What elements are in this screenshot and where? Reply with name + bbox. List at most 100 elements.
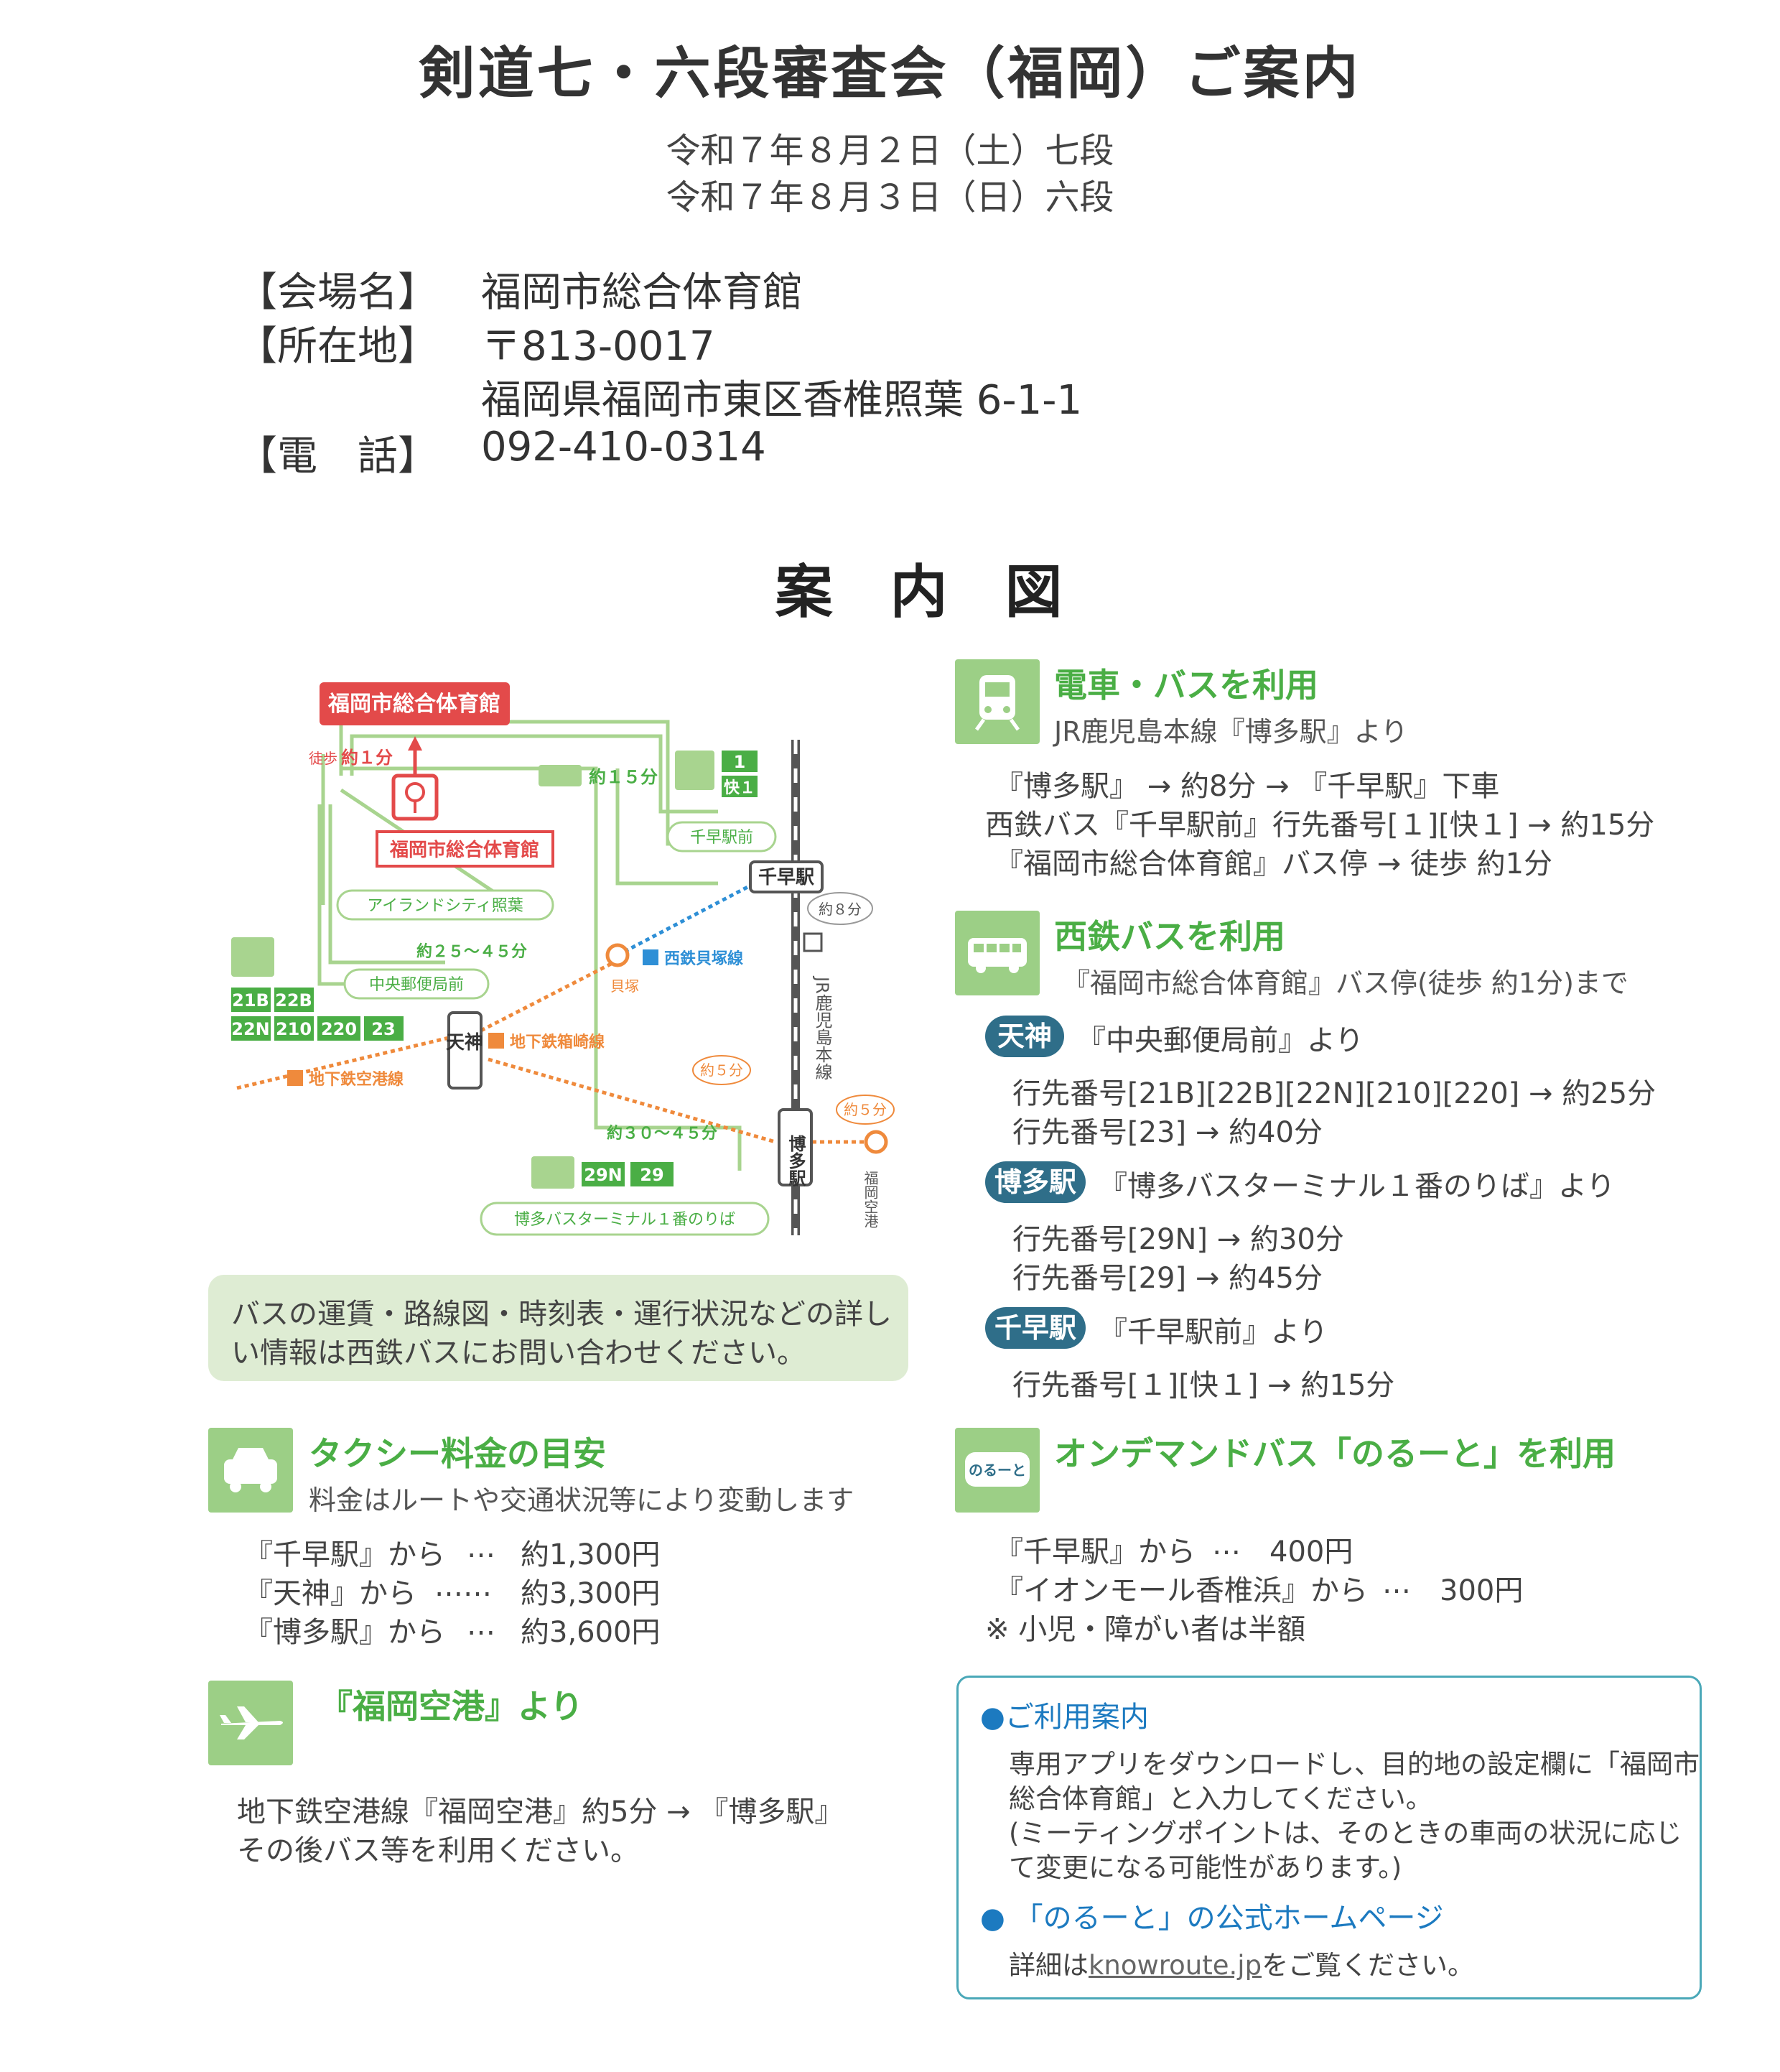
map-heading: 案内図 — [775, 559, 1120, 626]
kaizuka-station-icon — [605, 943, 630, 967]
bus-icon — [531, 1156, 574, 1189]
venue-banner — [320, 682, 510, 725]
venue-banner-text: 福岡市総合体育館 — [327, 692, 500, 717]
ondemand-row-fare: 400円 — [1269, 1536, 1353, 1569]
bullet-icon: ● — [980, 1701, 1005, 1734]
guide-p1-line3: (ミーティングポイントは、そのときの車両の状況に応じ — [1009, 1818, 1682, 1849]
route-22b: 22B — [275, 990, 312, 1011]
stop-chuo-post: 中央郵便局前 — [369, 976, 464, 994]
address-label: 【所在地】 — [237, 323, 438, 370]
guide-heading-1: ●ご利用案内 — [980, 1694, 1149, 1735]
train-subtitle: JR鹿児島本線『博多駅』より — [1054, 716, 1408, 748]
venue-name-label: 【会場名】 — [237, 269, 438, 316]
taxi-icon — [208, 1428, 293, 1513]
time-30-45: 約３０～４５分 — [607, 1124, 717, 1143]
taxi-row-from: 『博多駅』から — [244, 1616, 445, 1649]
noroute-logo-icon: のるーと — [955, 1428, 1040, 1513]
route-1: 1 — [734, 752, 746, 772]
train-line-1: 『博多駅』 → 約8分 → 『千早駅』下車 — [994, 770, 1500, 803]
group-line: 行先番号[21B][22B][22N][210][220] → 約25分 — [1012, 1077, 1656, 1110]
guide-heading-2-text: 「のるーと」の公式ホームページ — [1014, 1902, 1444, 1935]
taxi-row-fare: 約3,600円 — [521, 1616, 661, 1649]
tenjin-station: 天神 — [446, 1032, 483, 1054]
route-22n: 22N — [231, 1019, 269, 1039]
train-title: 電車・バスを利用 — [1054, 666, 1318, 705]
taxi-row-fare: 約3,300円 — [521, 1577, 661, 1610]
pill-tenjin: 天神 — [985, 1016, 1064, 1057]
route-210: 210 — [276, 1019, 312, 1039]
airport-label: 福岡空港 — [862, 1171, 879, 1228]
phone-number: 092-410-0314 — [481, 424, 766, 470]
route-29: 29 — [640, 1165, 663, 1185]
postal-code: 〒813-0017 — [481, 323, 715, 370]
taxi-title: タクシー料金の目安 — [309, 1434, 606, 1473]
bus-icon — [675, 751, 714, 790]
guide-p2-post: をご覧ください。 — [1262, 1950, 1475, 1981]
guide-p1-line1: 専用アプリをダウンロードし、目的地の設定欄に「福岡市 — [1009, 1749, 1700, 1780]
venue-map-label: 福岡市総合体育館 — [389, 839, 539, 861]
pill-chihaya: 千早駅 — [985, 1307, 1086, 1349]
chihaya-station: 千早駅 — [758, 867, 814, 888]
taxi-row-fare: 約1,300円 — [521, 1538, 661, 1571]
kaizuka-label: 貝塚 — [610, 977, 639, 995]
route-kai1: 快１ — [724, 779, 755, 797]
access-map: 福岡市総合体育館 徒歩 約１分 福岡市総合体育館 約１５分 1 快１ 千早駅前 … — [231, 682, 895, 1236]
train-icon — [955, 659, 1040, 744]
ondemand-title: オンデマンドバス「のるーと」を利用 — [1054, 1434, 1616, 1473]
phone-label: 【電 話】 — [237, 433, 438, 480]
note-line-2: い情報は西鉄バスにお問い合わせください。 — [231, 1337, 806, 1370]
guide-p2: 詳細はknowroute.jpをご覧ください。 — [1009, 1943, 1474, 1982]
stop-hakata-bus-terminal: 博多バスターミナル１番のりば — [514, 1211, 735, 1229]
exam-date-7dan: 令和７年８月２日（土）七段 — [666, 131, 1114, 171]
airport-title: 『福岡空港』より — [320, 1687, 584, 1726]
group-from-chihaya: 『千早駅前』より — [1099, 1316, 1328, 1349]
bullet-icon: ● — [980, 1902, 1015, 1935]
group-line: 行先番号[29N] → 約30分 — [1012, 1223, 1344, 1256]
guide-p2-pre: 詳細は — [1009, 1950, 1089, 1981]
venue-pin-icon — [391, 773, 439, 821]
airport-station-icon — [864, 1130, 888, 1154]
pill-hakata: 博多駅 — [985, 1161, 1086, 1203]
taxi-row-from: 『千早駅』から — [244, 1538, 445, 1571]
ondemand-row-from: 『千早駅』から — [994, 1536, 1196, 1569]
taxi-row-from: 『天神』から — [244, 1577, 416, 1610]
jr-line-label: JR鹿児島本線 — [812, 975, 832, 1080]
ondemand-note: ※ 小児・障がい者は半額 — [985, 1613, 1306, 1646]
time-5b: 約５分 — [844, 1101, 887, 1118]
taxi-subtitle: 料金はルートや交通状況等により変動します — [309, 1485, 854, 1516]
taxi-row-dots: … — [467, 1531, 495, 1564]
bus-icon — [231, 937, 274, 977]
guide-p1-line2: 総合体育館」と入力してください。 — [1009, 1783, 1432, 1814]
guide-heading-2: ● 「のるーと」の公式ホームページ — [980, 1895, 1444, 1936]
guide-p1-line4: て変更になる可能性があります。) — [1009, 1852, 1402, 1883]
hakata-station: 博多駅 — [786, 1135, 806, 1187]
ondemand-row-from: 『イオンモール香椎浜』から — [994, 1574, 1368, 1607]
ondemand-row-dots: … — [1212, 1528, 1241, 1561]
usage-guide-box: ●ご利用案内 専用アプリをダウンロードし、目的地の設定欄に「福岡市 総合体育館」… — [956, 1676, 1702, 1999]
airplane-icon — [208, 1681, 293, 1765]
knowroute-link[interactable]: knowroute.jp — [1089, 1950, 1262, 1981]
time-5a: 約５分 — [700, 1061, 743, 1079]
page-title: 剣道七・六段審査会（福岡）ご案内 — [419, 42, 1361, 106]
group-line: 行先番号[１][快１] → 約15分 — [1012, 1369, 1395, 1402]
venue-name: 福岡市総合体育館 — [481, 269, 803, 316]
nishitetsu-title: 西鉄バスを利用 — [1054, 917, 1285, 956]
noroute-logo-text: のるーと — [969, 1462, 1026, 1479]
address: 福岡県福岡市東区香椎照葉 6-1-1 — [481, 377, 1083, 424]
walk-small: 徒歩 — [309, 750, 337, 767]
ondemand-row-dots: … — [1382, 1567, 1411, 1600]
bus-time-15: 約１５分 — [589, 767, 658, 787]
airport-line-1: 地下鉄空港線『福岡空港』約5分 → 『博多駅』 — [237, 1795, 844, 1829]
airport-line-2: その後バス等を利用ください。 — [237, 1834, 639, 1867]
note-line-1: バスの運賃・路線図・時刻表・運行状況などの詳し — [231, 1298, 892, 1331]
nishitetsu-kaizuka-line: 西鉄貝塚線 — [664, 949, 743, 968]
route-21b: 21B — [232, 990, 269, 1011]
group-from-tenjin: 『中央郵便局前』より — [1077, 1024, 1364, 1057]
taxi-row-dots: … — [467, 1609, 495, 1642]
walk-time: 約１分 — [341, 748, 393, 768]
route-23: 23 — [371, 1019, 395, 1039]
taxi-row-dots: …… — [434, 1570, 492, 1603]
guide-heading-1-text: ご利用案内 — [1005, 1701, 1149, 1734]
group-line: 行先番号[29] → 約45分 — [1012, 1262, 1323, 1295]
bus-info-note: バスの運賃・路線図・時刻表・運行状況などの詳し い情報は西鉄バスにお問い合わせく… — [208, 1275, 908, 1381]
